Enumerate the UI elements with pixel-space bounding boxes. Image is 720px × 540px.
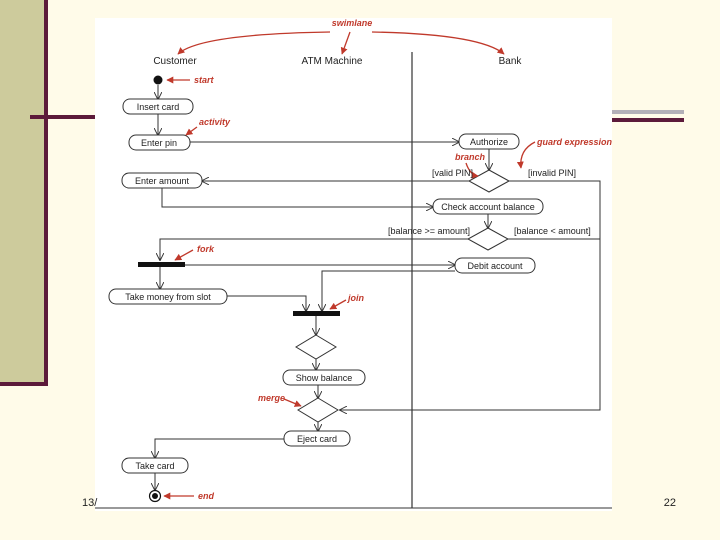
join-annotation: join: [347, 293, 364, 303]
activity-take-money-label: Take money from slot: [125, 292, 211, 302]
activity-pointer: [185, 126, 198, 136]
swimlane-arrow-bank: [371, 31, 505, 55]
activity-debit-account-label: Debit account: [467, 261, 523, 271]
guard-expression-pointer: [516, 141, 536, 169]
activity-check-balance-label: Check account balance: [441, 202, 535, 212]
flow-debit-join: [322, 270, 455, 311]
title-rule-right-dark: [612, 118, 684, 122]
slide-side-bar: [0, 0, 47, 386]
footer-date: 13/: [82, 497, 98, 509]
guard-valid-pin: [valid PIN]: [432, 168, 473, 178]
activity-insert-card-label: Insert card: [137, 102, 180, 112]
end-annotation: end: [198, 491, 215, 501]
join-pointer: [329, 299, 347, 310]
branch-pointer: [465, 162, 479, 179]
flow-eject-takecard: [155, 438, 284, 458]
flow-takemoney-join: [227, 295, 306, 311]
side-bar-bottom-rule: [0, 382, 48, 386]
activity-take-card-label: Take card: [135, 461, 174, 471]
end-node-inner: [152, 493, 158, 499]
activity-enter-amount-label: Enter amount: [135, 176, 190, 186]
activity-show-balance-label: Show balance: [296, 373, 353, 383]
flow-amount-checkbalance: [161, 188, 433, 207]
swimlane-atm-label: ATM Machine: [302, 56, 363, 67]
activity-annotation: activity: [199, 117, 231, 127]
swimlane-bank-label: Bank: [499, 56, 523, 67]
join-bar: [293, 311, 340, 316]
title-rule-right-gray: [612, 110, 684, 114]
activity-show-balance: [282, 369, 366, 386]
title-rule-left: [30, 115, 100, 119]
guard-balance-ge: [balance >= amount]: [388, 226, 470, 236]
fork-pointer: [174, 249, 194, 261]
fork-annotation: fork: [197, 244, 215, 254]
fork-bar: [138, 262, 185, 267]
swimlane-customer-label: Customer: [153, 56, 197, 67]
activity-debit-account: [454, 257, 536, 274]
side-bar-edge: [44, 0, 48, 386]
merge-annotation: merge: [258, 393, 285, 403]
merge-pointer: [283, 398, 302, 407]
start-node: [153, 75, 163, 85]
branch-annotation: branch: [455, 152, 486, 162]
guard-expression-annotation: guard expression: [536, 137, 613, 147]
guard-balance-lt: [balance < amount]: [514, 226, 591, 236]
activity-enter-pin-label: Enter pin: [141, 138, 177, 148]
activity-authorize-label: Authorize: [470, 137, 508, 147]
swimlane-arrow-atm: [340, 31, 351, 55]
swimlane-arrow-customer: [177, 31, 331, 55]
start-annotation: start: [194, 75, 215, 85]
swimlane-annotation: swimlane: [332, 18, 373, 28]
flow-ge-fork: [160, 238, 468, 260]
footer-page-number: 22: [663, 497, 676, 509]
decision-balance-branch: [466, 227, 510, 251]
guard-invalid-pin: [invalid PIN]: [528, 168, 576, 178]
activity-eject-card-label: Eject card: [297, 434, 337, 444]
